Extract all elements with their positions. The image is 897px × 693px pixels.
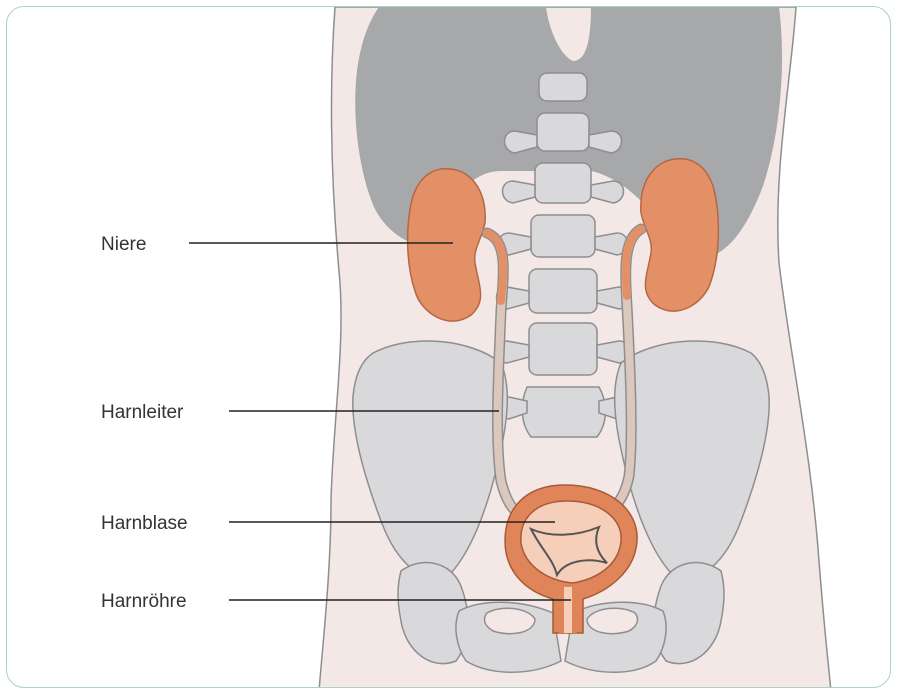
- urethra-label: Harnröhre: [101, 591, 187, 612]
- ureter-label: Harnleiter: [101, 402, 184, 423]
- kidney-right: [641, 159, 719, 311]
- bladder-label: Harnblase: [101, 513, 188, 534]
- kidney-label: Niere: [101, 234, 146, 255]
- urinary-system-illustration: Niere Harnleiter Harnblase Harnröhre: [7, 7, 891, 688]
- kidney-left: [408, 169, 486, 321]
- diagram-frame: Niere Harnleiter Harnblase Harnröhre: [6, 6, 891, 688]
- urethra: [559, 585, 577, 633]
